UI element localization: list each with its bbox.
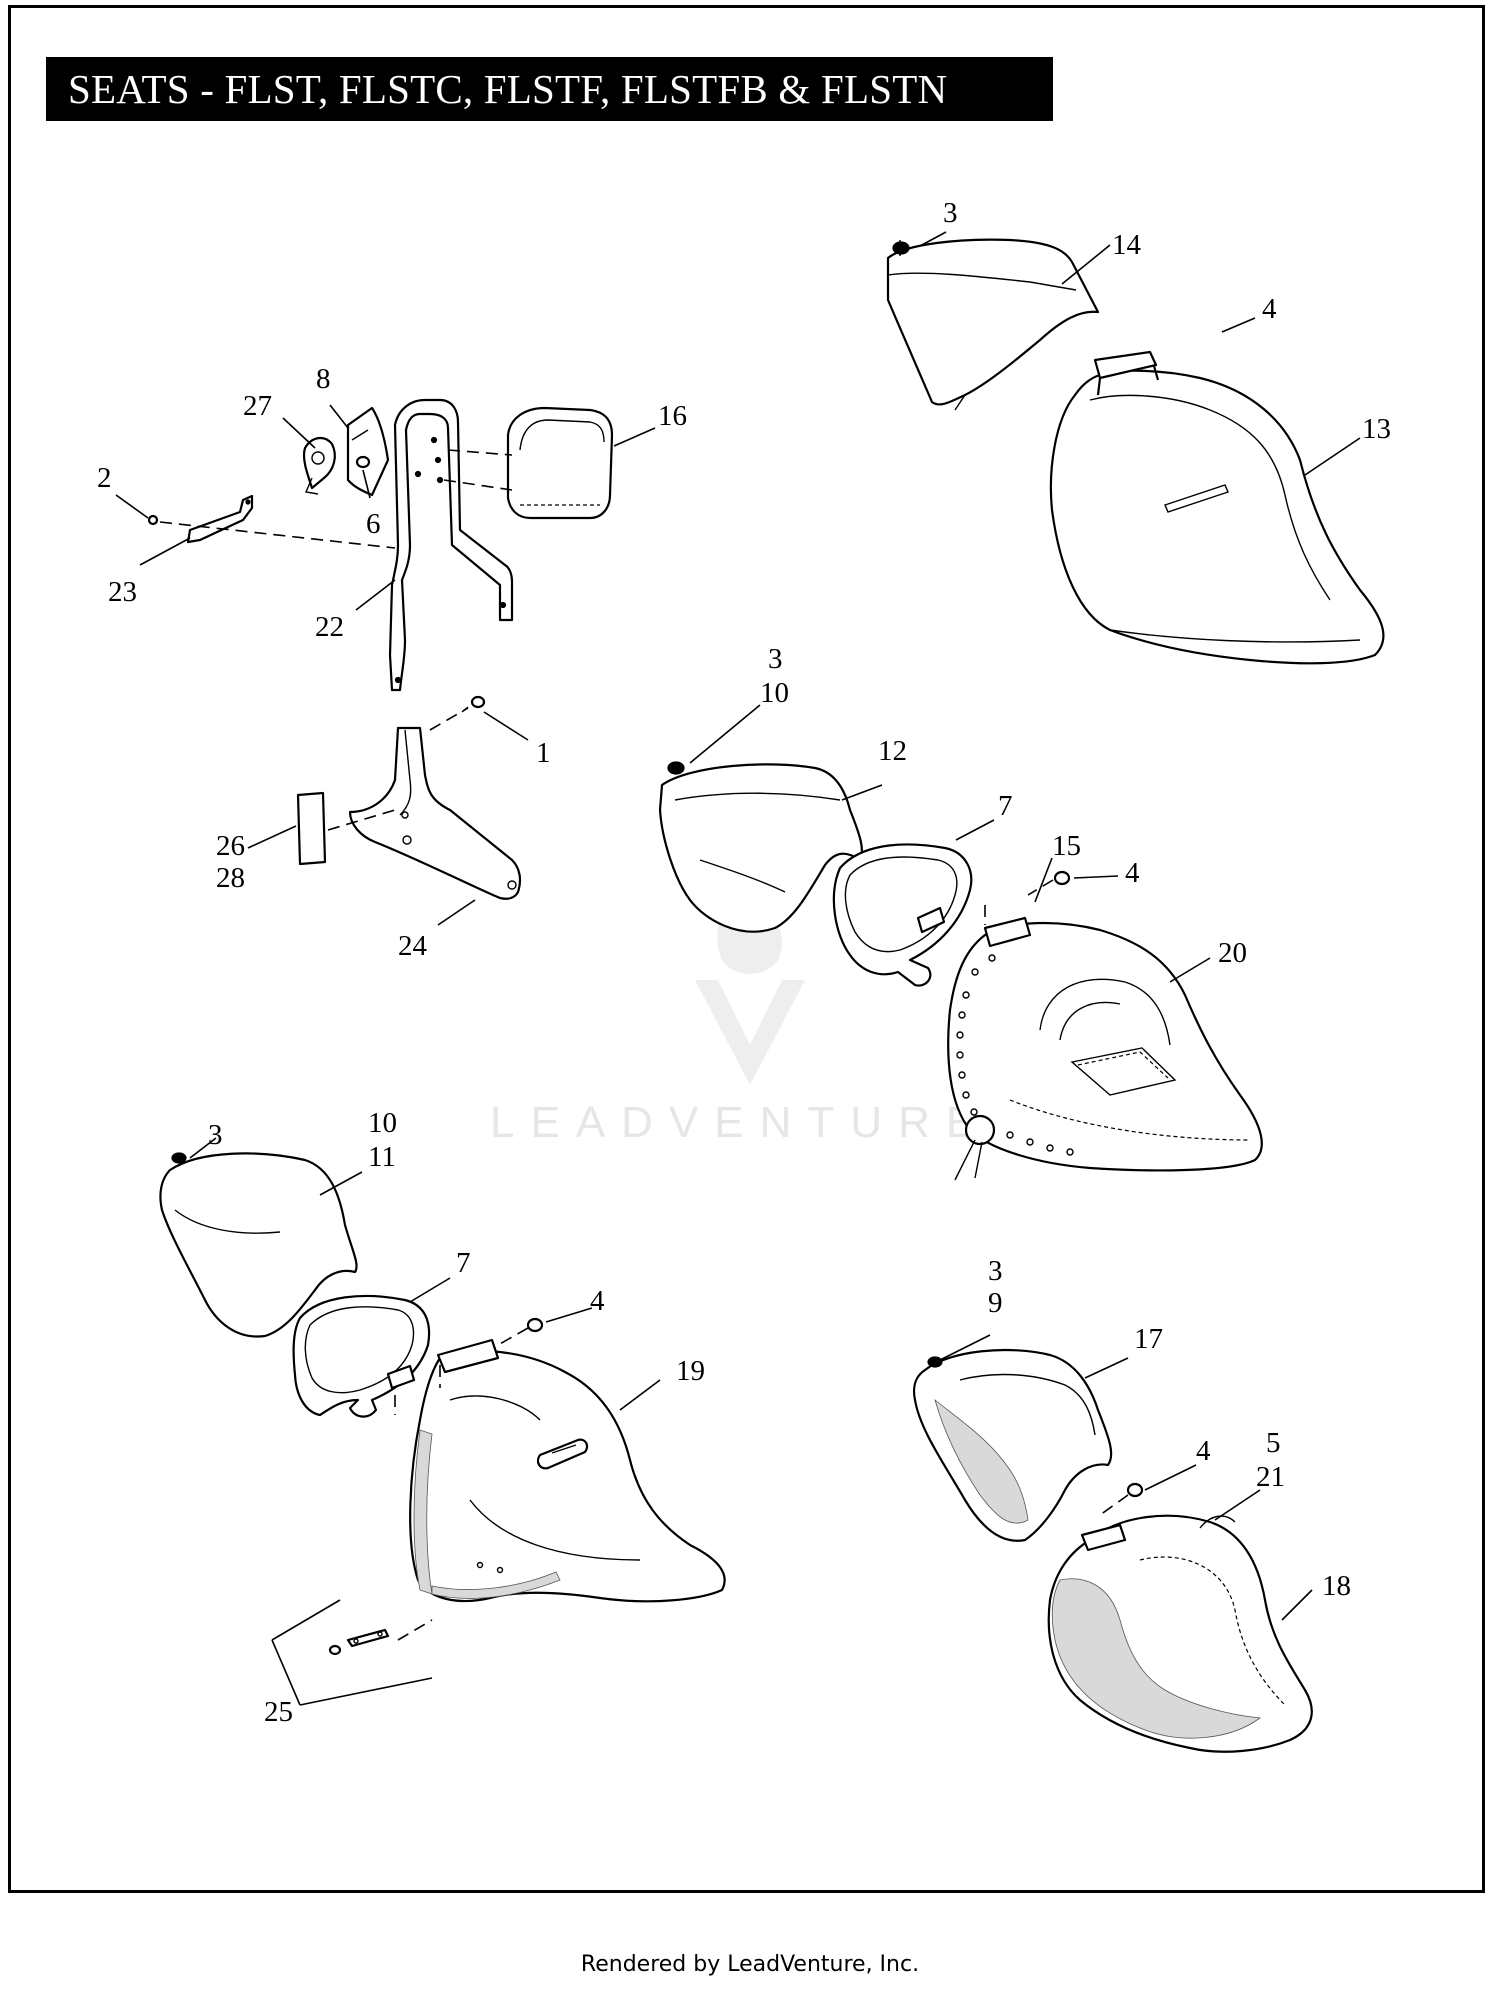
callout-4-lower-left: 4	[590, 1285, 605, 1317]
part-25-clip-kit[interactable]	[271, 1599, 433, 1706]
callout-3-lower-left: 3	[208, 1119, 223, 1151]
footer-credit: Rendered by LeadVenture, Inc.	[580, 1952, 920, 1977]
leader-lines	[115, 231, 1361, 1621]
watermark-text: LEADVENTURE	[490, 1098, 992, 1147]
part-23-bracket[interactable]	[186, 494, 254, 544]
callout-21: 21	[1256, 1461, 1285, 1493]
callout-3-top: 3	[943, 197, 958, 229]
part-17-passenger-pillion[interactable]	[912, 1348, 1113, 1542]
part-12-passenger-pillion[interactable]	[658, 761, 864, 933]
callout-9: 9	[988, 1287, 1003, 1319]
callout-10-middle: 10	[760, 677, 789, 709]
callout-8: 8	[316, 363, 331, 395]
callout-7-middle: 7	[998, 790, 1013, 822]
callout-24: 24	[398, 930, 428, 962]
part-6-fastener[interactable]	[355, 455, 371, 469]
diagram-frame	[8, 5, 1485, 1893]
part-14-passenger-pillion[interactable]	[886, 238, 1100, 411]
callout-3-lower-right: 3	[988, 1255, 1003, 1287]
callout-27: 27	[243, 390, 272, 422]
callout-labels: 3 14 4 13 8 27 16 2 6 23 22 1 26 28 24 3…	[97, 197, 1391, 1728]
part-11-passenger-pillion[interactable]	[159, 1152, 358, 1338]
callout-18: 18	[1322, 1570, 1351, 1602]
callout-13: 13	[1362, 413, 1391, 445]
seat-studs	[956, 954, 1074, 1156]
callout-15: 15	[1052, 830, 1081, 862]
callout-26: 26	[216, 830, 245, 862]
part-19-seat[interactable]	[409, 1338, 726, 1603]
callout-7-lower: 7	[456, 1247, 471, 1279]
callout-28: 28	[216, 862, 245, 894]
callout-20: 20	[1218, 937, 1247, 969]
part-16-backrest-pad[interactable]	[506, 406, 614, 520]
callout-1: 1	[536, 737, 551, 769]
callout-25: 25	[264, 1696, 293, 1728]
part-4-screw-lower-left[interactable]	[526, 1317, 544, 1333]
assembly-dash-lines	[159, 449, 1129, 1641]
part-13-solo-seat[interactable]	[1049, 350, 1385, 665]
callout-6: 6	[366, 508, 381, 540]
part-26-decal[interactable]	[296, 791, 327, 866]
part-7-strap-lower[interactable]	[292, 1294, 431, 1418]
page-title: SEATS - FLST, FLSTC, FLSTF, FLSTFB & FLS…	[46, 57, 1053, 121]
part-8-backrest-plate[interactable]	[346, 406, 390, 497]
callout-4-lower-right: 4	[1196, 1435, 1211, 1467]
callout-23: 23	[108, 576, 137, 608]
part-20-studded-seat[interactable]	[947, 916, 1263, 1181]
callout-4-top: 4	[1262, 293, 1277, 325]
part-2-screw[interactable]	[147, 514, 159, 526]
part-27-bracket[interactable]	[302, 437, 336, 495]
part-4-screw-lower-right[interactable]	[1126, 1482, 1144, 1498]
part-7-strap-middle[interactable]	[832, 843, 973, 987]
callout-22: 22	[315, 611, 344, 643]
callout-17: 17	[1134, 1323, 1163, 1355]
part-4-screw-middle[interactable]	[1053, 870, 1071, 886]
part-18-seat[interactable]	[1047, 1514, 1313, 1753]
callout-12: 12	[878, 735, 907, 767]
part-22-sissy-bar[interactable]	[388, 398, 514, 692]
callout-3-middle: 3	[768, 643, 783, 675]
callout-19: 19	[676, 1355, 705, 1387]
callout-10-lower-left: 10	[368, 1107, 397, 1139]
callout-4-middle: 4	[1125, 857, 1140, 889]
part-24-side-plate[interactable]	[348, 726, 522, 900]
callout-2: 2	[97, 462, 112, 494]
callout-16: 16	[658, 400, 687, 432]
callout-14: 14	[1112, 229, 1142, 261]
callout-5: 5	[1266, 1427, 1281, 1459]
callout-11: 11	[368, 1141, 396, 1173]
